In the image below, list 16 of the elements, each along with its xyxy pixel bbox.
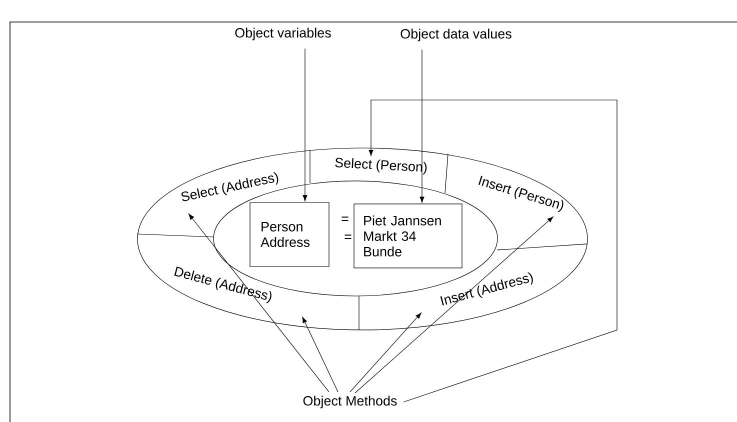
equals-sign: =	[342, 216, 348, 222]
value-box: Person Address	[250, 202, 330, 267]
outer-ellipse	[137, 148, 588, 330]
arrow	[354, 216, 554, 394]
arrow	[302, 48, 308, 202]
arrow	[188, 214, 330, 392]
arrow	[420, 49, 424, 203]
caption-text: Object Methods	[303, 396, 397, 408]
arrow	[350, 312, 422, 392]
equals-sign: =	[344, 234, 352, 240]
arrow	[302, 316, 338, 392]
caption-text: Object variables	[235, 28, 331, 40]
caption-text: Object data values	[400, 28, 512, 42]
method-label: Select (Person)	[335, 158, 427, 175]
value-box: Piet Jannsen Markt 34 Bunde	[354, 204, 462, 268]
arrow	[368, 100, 618, 402]
